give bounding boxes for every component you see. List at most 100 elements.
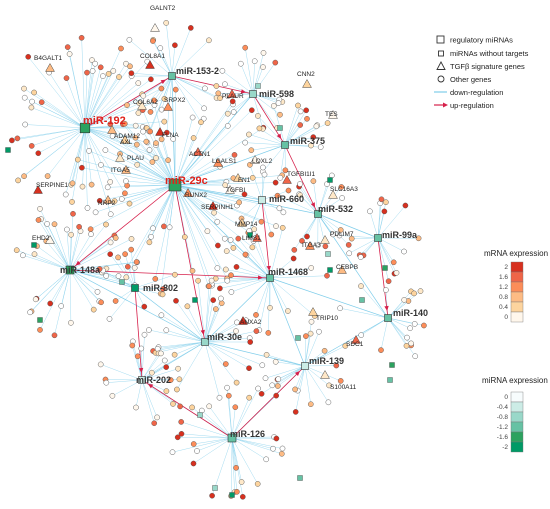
down-regulation-edge [174, 104, 234, 186]
down-regulation-edge [204, 341, 237, 383]
down-regulation-edge [161, 315, 206, 343]
down-regulation-edge [149, 75, 173, 132]
other-gene-node [172, 42, 178, 49]
scale-tick-label: -0.8 [497, 414, 509, 421]
gene-label: EHD2 [32, 235, 50, 242]
other-gene-node [161, 118, 168, 125]
mirna-without-targets-node [389, 362, 395, 368]
down-regulation-edge [252, 93, 280, 100]
other-gene-node [236, 199, 242, 206]
down-regulation-edge [141, 379, 174, 405]
other-gene-node [32, 296, 39, 303]
other-gene-node [141, 303, 148, 310]
other-gene-node [123, 178, 129, 184]
tgfb-signature-gene-node [45, 62, 55, 72]
other-gene-node [224, 384, 230, 391]
other-gene-node [310, 178, 317, 184]
tgfb-signature-gene-node [103, 194, 113, 204]
down-regulation-edge [193, 437, 233, 445]
other-gene-node [176, 376, 183, 383]
down-regulation-edge [154, 104, 176, 186]
tgfb-signature-gene-node [107, 124, 117, 134]
gene-label: PLAU [127, 155, 144, 162]
down-regulation-edge [174, 184, 271, 279]
other-gene-node [174, 386, 180, 393]
other-gene-node [415, 235, 422, 242]
down-regulation-edge [284, 111, 301, 146]
other-gene-node [20, 252, 26, 259]
other-gene-node [357, 254, 364, 260]
other-gene-node [97, 64, 104, 71]
other-gene-node [104, 184, 111, 191]
gene-label: SERPINH1 [201, 204, 234, 211]
tgfb-signature-gene-node [282, 174, 292, 184]
other-gene-node [175, 365, 181, 372]
other-gene-node [148, 369, 155, 376]
other-gene-node [235, 235, 242, 242]
scale-tick-label: 0.4 [499, 304, 508, 311]
down-regulation-edge [124, 123, 176, 186]
down-regulation-edge [31, 107, 86, 129]
down-regulation-edge [340, 307, 389, 319]
other-gene-node [339, 195, 345, 201]
other-gene-node [247, 339, 254, 345]
other-gene-node [106, 316, 113, 322]
other-gene-node [210, 297, 217, 303]
mirna-without-targets-node [119, 279, 125, 285]
down-regulation-edge [284, 144, 321, 148]
down-regulation-edge [161, 75, 173, 110]
mirna-label: miR-375 [290, 136, 325, 146]
other-gene-node [178, 419, 185, 425]
down-regulation-edge [69, 226, 80, 271]
tgfb-signature-gene-node [155, 126, 165, 136]
other-gene-node [28, 104, 35, 111]
other-gene-node [278, 450, 285, 457]
other-gene-node [317, 144, 324, 150]
other-gene-node [198, 119, 204, 126]
down-regulation-edge [69, 224, 107, 271]
down-regulation-edge [38, 127, 86, 154]
down-regulation-edge [380, 317, 389, 351]
down-regulation-edge [174, 181, 227, 186]
down-regulation-edge [84, 82, 139, 129]
other-gene-node [273, 435, 280, 442]
other-gene-node [214, 265, 221, 271]
down-regulation-edge [100, 164, 176, 186]
gene-label: SDC1 [346, 341, 364, 348]
down-regulation-edge [107, 184, 176, 188]
down-regulation-edge [224, 238, 271, 279]
other-gene-node [25, 53, 32, 60]
down-regulation-edge [81, 167, 176, 186]
other-gene-node [285, 187, 292, 194]
other-gene-node [246, 394, 253, 401]
mirna-label: miR-598 [259, 89, 294, 99]
other-gene-node [209, 492, 215, 499]
other-gene-node [62, 191, 69, 198]
regulatory-mirna-node [131, 284, 139, 292]
other-gene-node [35, 150, 42, 157]
other-gene-node [122, 190, 128, 197]
down-regulation-edge [269, 267, 312, 279]
other-gene-node [251, 58, 258, 65]
other-gene-node [402, 202, 409, 209]
other-gene-node [280, 209, 287, 216]
down-regulation-edge [174, 184, 319, 215]
down-regulation-edge [193, 437, 233, 464]
down-regulation-edge [297, 365, 306, 391]
down-regulation-edge [261, 365, 306, 394]
down-regulation-edge [84, 127, 92, 185]
gene-label: NRP2 [98, 200, 116, 207]
tgfb-signature-gene-node [213, 157, 223, 167]
down-regulation-edge [153, 341, 206, 352]
down-regulation-edge [252, 52, 264, 95]
down-regulation-edge [248, 134, 286, 146]
other-gene-node [297, 192, 303, 198]
down-regulation-edge [313, 181, 319, 215]
other-gene-node [92, 60, 98, 67]
other-gene-node [128, 246, 135, 253]
other-gene-node [275, 100, 282, 106]
other-gene-node [206, 283, 212, 290]
down-regulation-edge [84, 127, 88, 208]
other-gene-node [69, 199, 75, 205]
legend-arrowhead-icon [443, 102, 448, 108]
